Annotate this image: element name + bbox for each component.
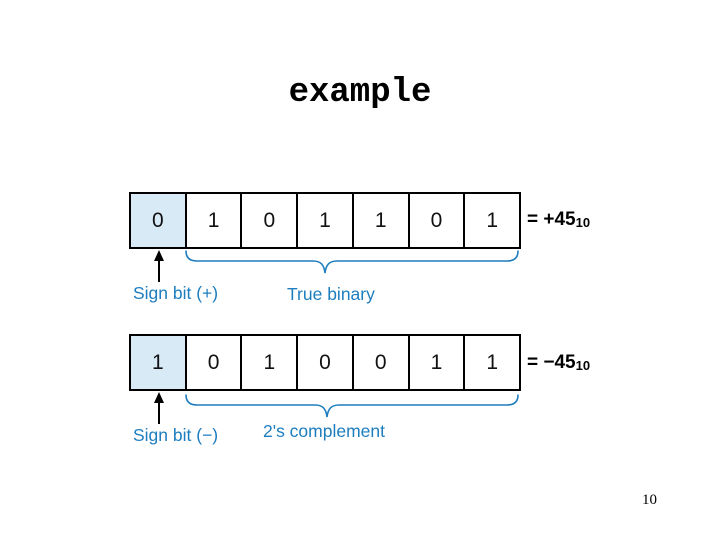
decimal-value: = +45 [527,209,576,230]
decimal-value: = −45 [527,352,576,373]
brace-label-true-binary: True binary [287,284,375,304]
bit-cell: 1 [242,336,299,389]
page-number: 10 [642,492,657,508]
sign-bit-label: Sign bit (−) [133,425,219,445]
decimal-value-label: = +4510 [527,209,590,231]
sign-bit-label: Sign bit (+) [133,283,219,303]
sign-bit-cell: 1 [131,336,187,389]
brace-label-twos-complement: 2's complement [263,421,386,441]
underbrace-icon [185,394,519,418]
base-subscript: 10 [575,215,591,230]
up-arrow-icon [154,392,164,424]
bit-cell: 1 [465,194,520,247]
bit-cell: 1 [186,194,243,247]
bit-cell: 0 [409,194,466,247]
bit-cell: 1 [409,336,466,389]
bit-cell: 0 [353,336,410,389]
sign-bit-cell: 0 [131,194,187,247]
bit-cell: 0 [186,336,243,389]
decimal-value-label: = −4510 [527,352,590,374]
bit-cell: 0 [298,336,354,389]
bit-register-true-binary: 0 1 0 1 1 0 1 [129,192,521,249]
slide-title: example [288,74,432,112]
bit-register-twos-complement: 1 0 1 0 0 1 1 [129,334,521,391]
bit-cell: 1 [298,194,354,247]
up-arrow-icon [154,250,164,282]
underbrace-icon [185,250,519,274]
bit-cell: 1 [465,336,520,389]
base-subscript: 10 [575,358,591,373]
bit-cell: 0 [242,194,299,247]
bit-cell: 1 [353,194,410,247]
